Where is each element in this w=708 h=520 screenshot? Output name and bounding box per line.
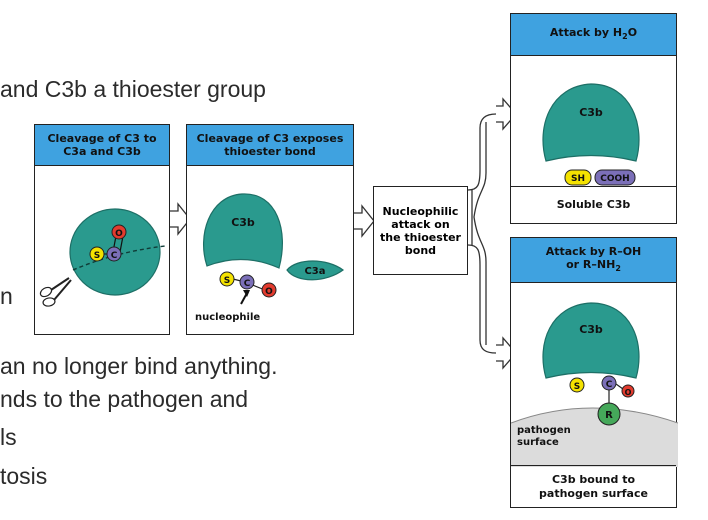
cooh-label: COOH xyxy=(600,174,629,184)
r-label: R xyxy=(605,410,613,421)
sulfur-label: S xyxy=(94,251,100,261)
oxygen-atom xyxy=(621,384,635,398)
bg-text-line-4: nds to the pathogen and xyxy=(0,386,249,412)
header-line: Attack by H2O xyxy=(549,25,638,42)
oxygen-label: O xyxy=(265,287,273,297)
box-line: bond xyxy=(404,243,437,257)
bg-text-line-3: an no longer bind anything. xyxy=(0,353,278,379)
c3-molecule-diagram: S C O xyxy=(39,208,166,307)
box-line: attack on xyxy=(391,217,450,231)
c3b-label: C3b xyxy=(579,106,603,119)
soluble-c3b-diagram: C3b SH COOH xyxy=(542,83,640,186)
nucleophilic-attack-box: Nucleophilic attack on the thioester bon… xyxy=(373,186,468,275)
sulfur-atom xyxy=(569,377,585,393)
r-group xyxy=(597,402,621,426)
scissors-icon xyxy=(39,277,72,307)
footer-text: pathogen surface xyxy=(539,486,648,500)
c3b-shape xyxy=(542,83,640,162)
carbon-atom xyxy=(239,274,255,290)
c3b-shape xyxy=(203,193,283,269)
header-line: thioester bond xyxy=(224,145,316,158)
c3a-shape xyxy=(286,260,345,281)
header-line: Cleavage of C3 to xyxy=(47,132,157,145)
carbon-label: C xyxy=(606,380,613,390)
header-line: Cleavage of C3 exposes xyxy=(196,132,344,145)
footer-text: Soluble C3b xyxy=(556,198,631,211)
panel-header: Attack by H2O xyxy=(511,14,676,56)
oxygen-label: O xyxy=(625,388,632,397)
c3b-exposed-diagram: C3b C3a S C O nucleophile xyxy=(195,193,345,323)
footer-text: C3b bound to xyxy=(551,472,636,486)
panel-attack-by-roh: Attack by R–OH or R–NH2 C3b S C O R path… xyxy=(510,237,678,508)
panel-footer: Soluble C3b xyxy=(511,186,676,223)
carbon-label: C xyxy=(244,279,251,289)
bg-text-line-6: tosis xyxy=(0,463,48,489)
box-line: Nucleophilic xyxy=(382,204,459,218)
sulfur-label: S xyxy=(574,382,580,392)
sh-label: SH xyxy=(571,174,585,184)
header-line: or R–NH2 xyxy=(566,257,621,274)
c3b-label: C3b xyxy=(579,323,603,336)
panel-header: Cleavage of C3 exposes thioester bond xyxy=(187,125,353,166)
carbon-label: C xyxy=(111,251,118,261)
panel-attack-by-water: Attack by H2O C3b SH COOH Soluble C3b xyxy=(510,13,677,224)
bg-text-line-2: n xyxy=(0,283,13,309)
header-line: Attack by R–OH xyxy=(545,244,642,258)
sh-group xyxy=(564,169,592,186)
surface-label: pathogen xyxy=(517,425,571,436)
bg-text-line-1: and C3b a thioester group xyxy=(0,76,266,102)
bg-text-line-5: ls xyxy=(0,424,17,450)
sulfur-atom xyxy=(219,271,235,287)
nucleophile-label: nucleophile xyxy=(195,312,260,323)
panel-cleavage-c3: Cleavage of C3 to C3a and C3b S C O xyxy=(34,124,170,335)
oxygen-atom xyxy=(261,282,277,298)
c3b-label: C3b xyxy=(231,216,255,229)
header-line: C3a and C3b xyxy=(63,145,141,158)
oxygen-atom xyxy=(111,224,127,240)
bound-c3b-diagram: C3b S C O R pathogen surface xyxy=(511,302,678,467)
surface-label: surface xyxy=(517,437,559,448)
cooh-group xyxy=(594,169,636,186)
panel-header: Attack by R–OH or R–NH2 xyxy=(511,238,676,283)
sulfur-label: S xyxy=(224,276,230,286)
c3a-label: C3a xyxy=(304,266,325,277)
cleavage-line xyxy=(72,245,166,271)
box-line: the thioester xyxy=(380,230,461,244)
panel-footer: C3b bound to pathogen surface xyxy=(511,465,676,507)
pathogen-surface xyxy=(511,408,678,467)
c3b-shape xyxy=(542,302,640,379)
oxygen-label: O xyxy=(115,229,123,239)
panel-exposes-thioester: Cleavage of C3 exposes thioester bond C3… xyxy=(186,124,354,335)
panel-header: Cleavage of C3 to C3a and C3b xyxy=(35,125,169,166)
